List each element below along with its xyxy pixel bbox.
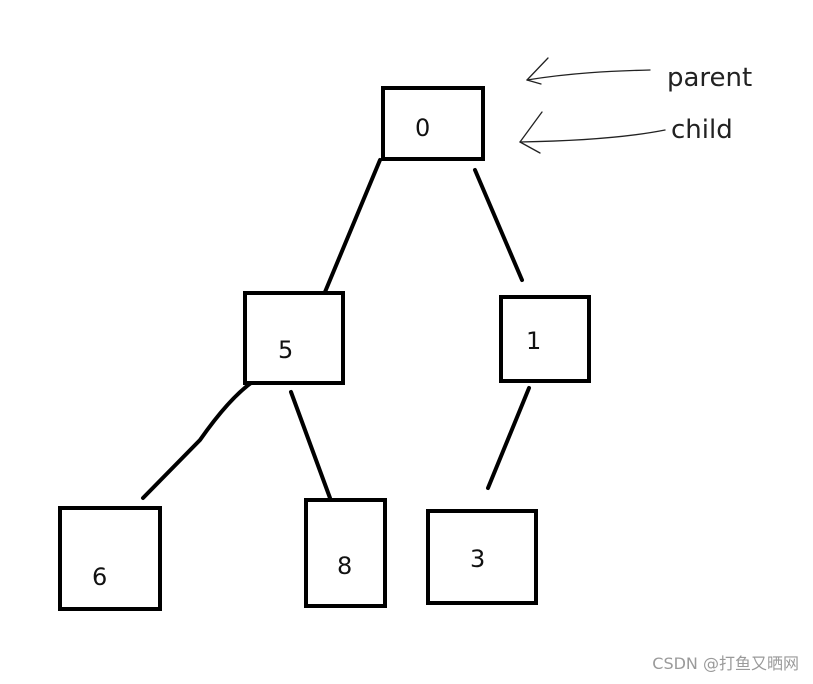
node-label: 3	[470, 545, 485, 573]
node-label: 5	[278, 336, 293, 364]
edge-5-6	[141, 374, 264, 500]
node-box	[58, 506, 162, 611]
child-arrow	[519, 111, 666, 154]
node-label: 0	[415, 114, 430, 142]
node-label: 1	[526, 327, 541, 355]
watermark: CSDN @打鱼又晒网	[652, 654, 799, 673]
tree-node-6: 6	[58, 506, 162, 611]
tree-node-5: 5	[243, 291, 345, 385]
node-box	[426, 509, 538, 605]
node-box	[243, 291, 345, 385]
tree-node-3: 3	[426, 509, 538, 605]
tree-node-1: 1	[499, 295, 591, 383]
parent-arrow	[526, 57, 651, 85]
tree-node-8: 8	[304, 498, 387, 608]
edge-5-8	[289, 390, 332, 500]
child-label: child	[671, 115, 733, 145]
edge-0-5	[323, 158, 382, 294]
parent-label: parent	[667, 63, 752, 93]
node-box	[499, 295, 591, 383]
edge-1-3	[486, 386, 531, 490]
node-box	[304, 498, 387, 608]
node-label: 8	[337, 552, 352, 580]
edge-0-1	[473, 168, 524, 282]
node-label: 6	[92, 563, 107, 591]
node-box	[381, 86, 485, 161]
tree-node-0: 0	[381, 86, 485, 161]
